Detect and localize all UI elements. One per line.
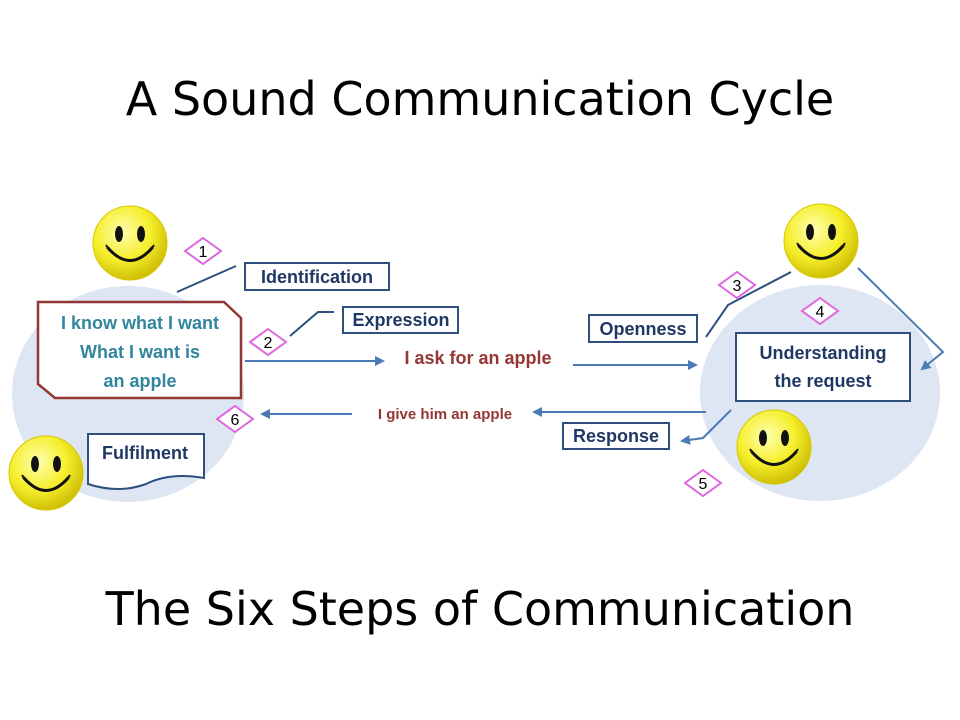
openness-box bbox=[588, 314, 698, 343]
step-6-number: 6 bbox=[231, 412, 240, 429]
response-box bbox=[562, 422, 670, 450]
step-5-badge: 5 bbox=[683, 468, 723, 498]
thought-box bbox=[36, 300, 243, 400]
thought-line-1: I know what I want bbox=[61, 313, 219, 333]
step-4-number: 4 bbox=[816, 304, 825, 321]
give-message: I give him an apple bbox=[378, 406, 512, 423]
step-1-number: 1 bbox=[199, 244, 208, 261]
step-6-badge: 6 bbox=[215, 404, 255, 434]
slide-title: A Sound Communication Cycle bbox=[125, 72, 835, 126]
fulfilment-box bbox=[87, 433, 205, 490]
step-2-badge: 2 bbox=[248, 327, 288, 357]
step-2-number: 2 bbox=[264, 335, 273, 352]
smiley-icon bbox=[7, 434, 85, 512]
response-label: Response bbox=[573, 426, 659, 446]
identification-callout-line bbox=[176, 265, 237, 293]
understanding-box bbox=[735, 332, 911, 402]
identification-box bbox=[244, 262, 390, 291]
smiley-icon bbox=[735, 408, 813, 486]
openness-label: Openness bbox=[599, 319, 686, 339]
expression-box bbox=[342, 306, 459, 334]
thought-line-2: What I want is bbox=[80, 342, 200, 362]
understanding-label-line-1: Understanding bbox=[759, 343, 886, 363]
fulfilment-label: Fulfilment bbox=[102, 443, 188, 463]
response-arrow bbox=[680, 409, 732, 445]
step-3-number: 3 bbox=[733, 278, 742, 295]
smiley-icon bbox=[782, 202, 860, 280]
step-5-number: 5 bbox=[699, 476, 708, 493]
ask-message: I ask for an apple bbox=[404, 348, 551, 368]
smiley-icon bbox=[91, 204, 169, 282]
openness-callout-line bbox=[705, 271, 792, 338]
slide-subtitle: The Six Steps of Communication bbox=[105, 582, 855, 636]
expression-callout-line bbox=[289, 311, 334, 337]
step-4-badge: 4 bbox=[800, 296, 840, 326]
identification-label: Identification bbox=[261, 267, 373, 287]
understanding-arrow bbox=[857, 267, 945, 371]
expression-label: Expression bbox=[352, 310, 449, 330]
step-1-badge: 1 bbox=[183, 236, 223, 266]
thought-line-3: an apple bbox=[103, 371, 176, 391]
understanding-label-line-2: the request bbox=[774, 371, 871, 391]
step-3-badge: 3 bbox=[717, 270, 757, 300]
